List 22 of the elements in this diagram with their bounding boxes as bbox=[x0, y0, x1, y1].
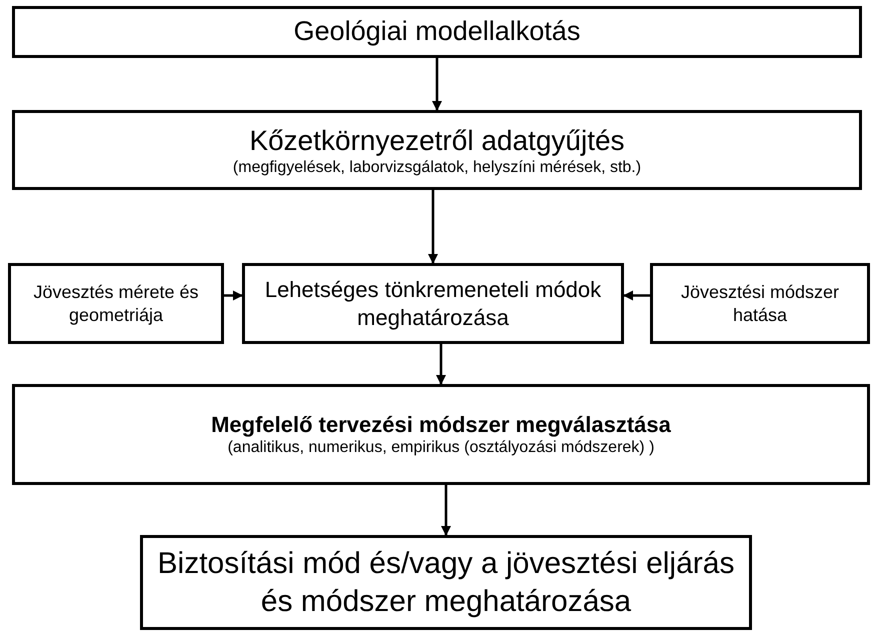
process-box bbox=[12, 110, 862, 190]
box-heading: Jövesztési módszer hatása bbox=[680, 281, 840, 326]
process-box bbox=[140, 535, 752, 630]
box-subtitle: (megfigyelések, laborvizsgálatok, helyszíni mérések, stb.) bbox=[232, 158, 642, 178]
process-box bbox=[8, 263, 224, 344]
box-heading: Lehetséges tönkremeneteli módok meghatározása bbox=[264, 276, 602, 331]
process-box bbox=[650, 263, 870, 344]
box-heading: Geológiai modellalkotás bbox=[294, 15, 580, 48]
process-box bbox=[12, 384, 870, 485]
process-box bbox=[242, 263, 624, 344]
box-heading: Megfelelő tervezési módszer megválasztása bbox=[211, 410, 671, 438]
box-heading: Jövesztés mérete és geometriája bbox=[32, 281, 200, 326]
box-subtitle: (analitikus, numerikus, empirikus (osztályozási módszerek) ) bbox=[228, 438, 654, 458]
arrow bbox=[224, 290, 243, 300]
box-heading: Biztosítási mód és/vagy a jövesztési eljárás és módszer meghatározása bbox=[156, 546, 736, 620]
arrow bbox=[436, 344, 446, 385]
process-box bbox=[12, 6, 862, 58]
arrow bbox=[428, 190, 438, 264]
arrow bbox=[441, 485, 451, 536]
arrow bbox=[432, 58, 442, 111]
box-heading: Kőzetkörnyezetről adatgyűjtés bbox=[249, 124, 625, 158]
arrow bbox=[623, 290, 650, 300]
